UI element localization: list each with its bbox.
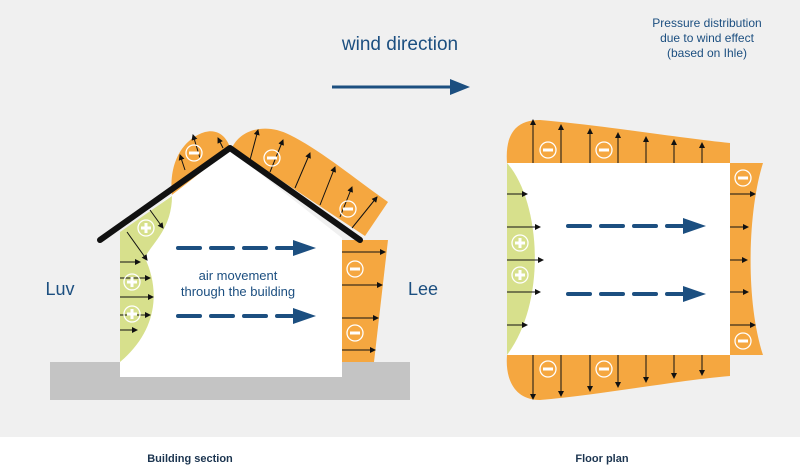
- force-arrow: [319, 166, 336, 206]
- force-arrow: [149, 209, 164, 229]
- air-flow-arrow: [566, 218, 706, 234]
- minus-icon: [346, 324, 364, 342]
- minus-icon: [185, 144, 203, 162]
- pressure-note: Pressure distribution due to wind effect…: [607, 16, 800, 61]
- minus-icon: [263, 149, 281, 167]
- force-arrows: [120, 119, 756, 400]
- force-arrow: [249, 129, 260, 161]
- air-line: air movement: [198, 268, 278, 283]
- minus-icon: [346, 260, 364, 278]
- air-flow-arrow: [176, 240, 316, 256]
- force-arrow: [269, 139, 284, 173]
- plus-icon: [123, 273, 141, 291]
- force-arrow: [126, 231, 148, 261]
- minus-icon: [539, 141, 557, 159]
- air-movement-arrows: [176, 218, 706, 324]
- plan-leeward-suction-zone: [730, 163, 763, 355]
- leeward-label: Lee: [407, 279, 439, 299]
- note-line: (based on Ihle): [666, 46, 748, 60]
- caption-building-section: Building section: [147, 453, 233, 465]
- air-movement-label: air movement through the building: [158, 268, 318, 300]
- wind-direction-arrow: [332, 79, 470, 95]
- force-arrow: [217, 137, 224, 149]
- caption-floor-plan: Floor plan: [575, 453, 629, 465]
- plus-icon: [137, 219, 155, 237]
- windward-label: Luv: [45, 279, 75, 299]
- note-line: due to wind effect: [660, 31, 754, 45]
- air-flow-arrow: [566, 286, 706, 302]
- floor-plan: [506, 120, 763, 400]
- plus-icon: [511, 266, 529, 284]
- minus-icon: [595, 141, 613, 159]
- minus-icon: [595, 360, 613, 378]
- minus-icon: [734, 169, 752, 187]
- minus-icon: [734, 332, 752, 350]
- wind-direction-title: wind direction: [341, 34, 459, 55]
- pressure-symbols: [123, 141, 752, 378]
- air-flow-arrow: [176, 308, 316, 324]
- minus-icon: [339, 200, 357, 218]
- force-arrow: [178, 154, 186, 171]
- caption-bar: [0, 437, 800, 467]
- force-arrow: [294, 152, 311, 189]
- air-line: through the building: [180, 284, 296, 299]
- building-section: [50, 128, 410, 400]
- force-arrow: [339, 186, 353, 218]
- plan-building: [507, 163, 730, 355]
- plus-icon: [123, 305, 141, 323]
- plus-icon: [511, 234, 529, 252]
- force-arrow: [351, 196, 378, 229]
- leeward-wall-suction-zone: [342, 240, 388, 362]
- minus-icon: [539, 360, 557, 378]
- roof-line: [97, 145, 363, 243]
- house-body: [120, 150, 342, 377]
- plan-windward-pressure-zone: [507, 163, 535, 355]
- note-line: Pressure distribution: [652, 16, 762, 30]
